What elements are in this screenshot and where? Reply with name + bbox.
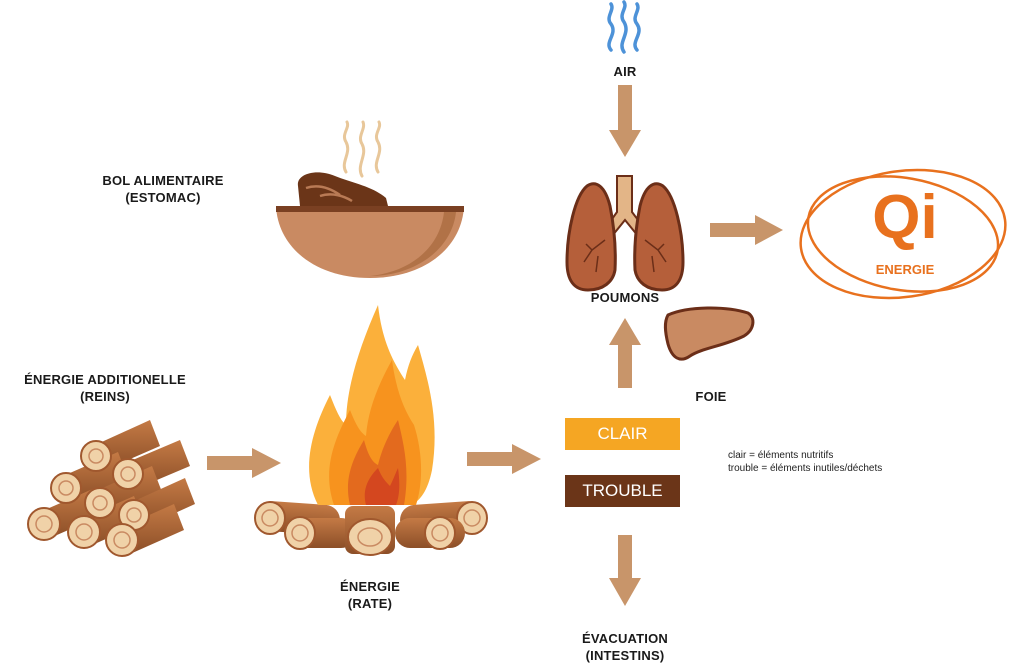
campfire-icon [254,305,488,556]
label-evacuation-line2: (INTESTINS) [585,648,665,663]
arrow-lungs-to-qi [710,215,783,245]
qi-logo-icon [799,168,1007,300]
legend: clair = éléments nutritifs trouble = élé… [728,449,928,475]
arrow-fire-to-sorting [467,444,541,474]
legend-line-trouble: trouble = éléments inutiles/déchets [728,463,883,474]
log-pile-icon [27,420,195,557]
label-foie: FOIE [695,389,727,404]
label-energie-additionelle: ÉNERGIE ADDITIONELLE (REINS) [10,371,200,405]
label-poumons: POUMONS [590,290,660,305]
qi-title: Qi [872,183,938,252]
label-energie-add-line1: ÉNERGIE ADDITIONELLE [24,372,186,387]
arrow-logs-to-fire [207,448,281,478]
air-wisps-icon [607,0,641,54]
arrow-air-to-lungs [609,85,641,157]
arrow-up-to-lungs [609,318,641,388]
label-evacuation-line1: ÉVACUATION [581,631,669,646]
label-bol-line2: (ESTOMAC) [125,190,201,205]
label-energie-rate: ÉNERGIE (RATE) [320,578,420,612]
label-evacuation: ÉVACUATION (INTESTINS) [565,630,685,664]
label-air: AIR [613,64,637,79]
label-energie-line2: (RATE) [347,596,393,611]
qi-subtitle: ENERGIE [875,262,935,277]
label-bol-alimentaire: BOL ALIMENTAIRE (ESTOMAC) [88,172,238,206]
legend-line-clair: clair = éléments nutritifs [728,450,834,461]
trouble-box: TROUBLE [565,475,680,507]
food-bowl-icon [276,120,464,278]
label-energie-add-line2: (REINS) [80,389,130,404]
lungs-icon [565,175,685,292]
label-bol-line1: BOL ALIMENTAIRE [102,173,224,188]
liver-icon [663,306,755,361]
label-energie-line1: ÉNERGIE [340,579,400,594]
clair-box: CLAIR [565,418,680,450]
arrow-down-to-evacuation [609,535,641,606]
